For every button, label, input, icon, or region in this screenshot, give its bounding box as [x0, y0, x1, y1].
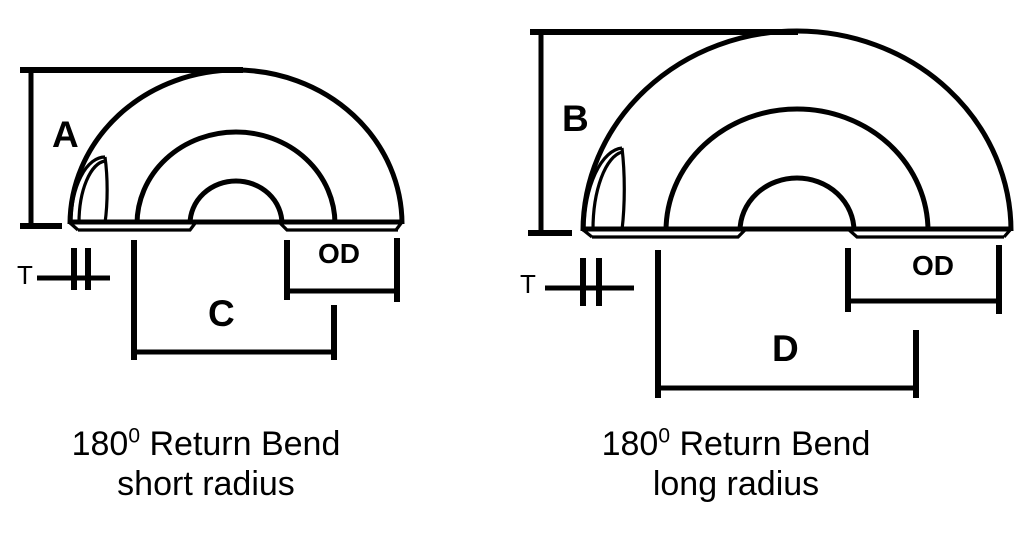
left-caption-degrees: 180: [71, 425, 129, 463]
right-dimension-label-T: T: [520, 269, 536, 299]
left-caption: 1800 Return Bend short radius: [0, 424, 412, 504]
right-bend-inner-arc: [737, 175, 857, 232]
degree-symbol-icon: 0: [658, 424, 671, 448]
right-caption-degrees: 180: [601, 425, 659, 463]
right-dimension-label-B: B: [562, 98, 589, 139]
right-dimension-D: [655, 250, 919, 398]
left-bend-left-end-bore: [69, 155, 109, 224]
left-bend-outer-arc: [67, 67, 405, 225]
right-caption: 1800 Return Bend long radius: [530, 424, 942, 504]
right-caption-type: Return Bend: [670, 425, 871, 463]
right-bend-middle-arc: [663, 106, 931, 232]
left-dimension-label-C: C: [208, 293, 235, 334]
left-dimension-C: [131, 240, 337, 360]
right-caption-line1: 1800 Return Bend: [530, 424, 942, 464]
left-dimension-A: [20, 67, 243, 229]
right-dimension-B: [528, 29, 798, 236]
left-dimension-T: [37, 248, 110, 290]
right-dimension-label-D: D: [772, 328, 799, 369]
left-bend-inner-arc: [187, 178, 285, 225]
degree-symbol-icon: 0: [128, 424, 141, 448]
right-dimension-OD: [845, 245, 1002, 314]
left-caption-type: Return Bend: [140, 425, 341, 463]
left-dimension-label-T: T: [17, 260, 33, 290]
left-bend-base-flange: [67, 219, 404, 232]
right-dimension-T: [545, 258, 634, 306]
right-dimension-label-OD: OD: [912, 250, 954, 281]
left-caption-line2: short radius: [117, 465, 295, 504]
right-bend-outer-arc: [580, 28, 1014, 232]
left-dimension-label-OD: OD: [318, 238, 360, 269]
left-dimension-label-A: A: [52, 114, 79, 155]
right-bend-left-end-bore: [582, 146, 626, 231]
left-dimension-OD: [284, 238, 400, 302]
right-caption-line2: long radius: [652, 465, 820, 504]
left-bend-middle-arc: [134, 129, 338, 225]
left-caption-line1: 1800 Return Bend: [0, 424, 412, 464]
right-bend-base-flange: [581, 226, 1013, 239]
